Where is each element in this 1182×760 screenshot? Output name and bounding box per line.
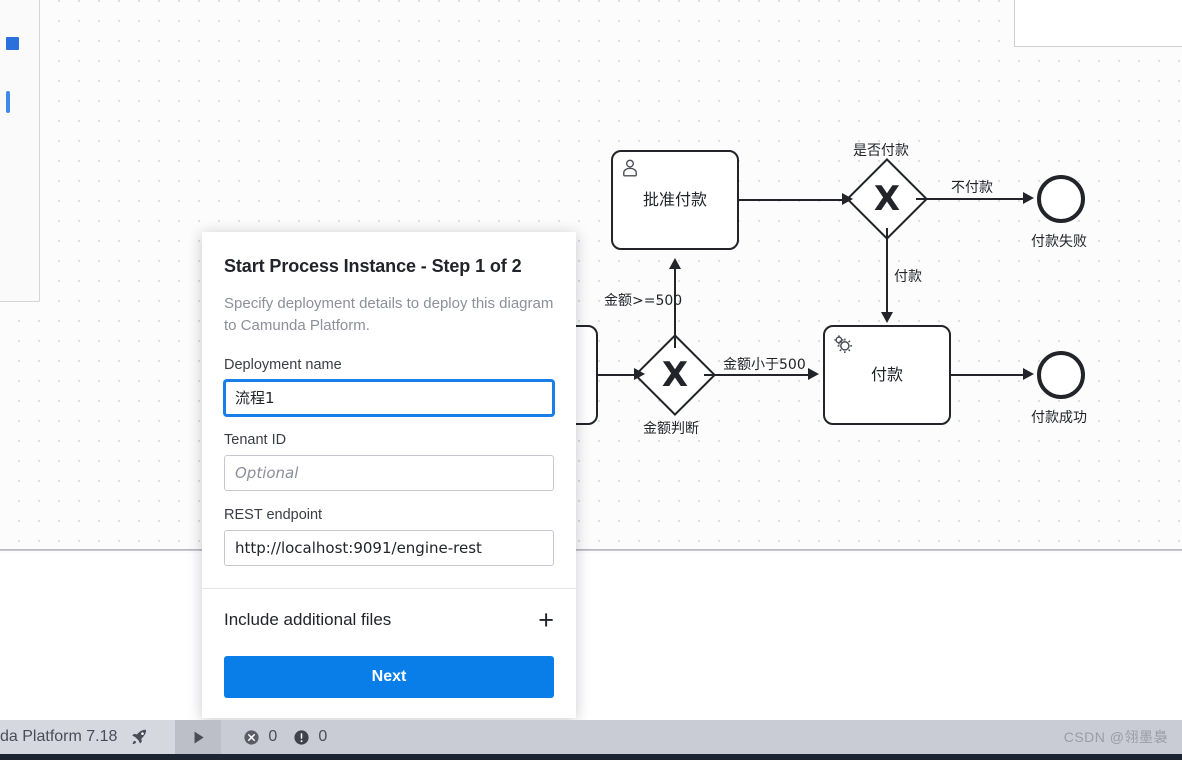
bpmn-end-event-success-label: 付款成功	[1031, 410, 1087, 426]
os-taskbar	[0, 754, 1182, 760]
flow-arrow	[881, 312, 893, 323]
flow-label-pay: 付款	[894, 269, 922, 285]
start-process-instance-dialog: Start Process Instance - Step 1 of 2 Spe…	[202, 232, 576, 718]
flow-label-amount-ge-500: 金额>=500	[604, 293, 683, 309]
bpmn-service-task-pay[interactable]: 付款	[823, 325, 951, 425]
dialog-description: Specify deployment details to deploy thi…	[224, 295, 554, 334]
palette-tool-space[interactable]	[6, 91, 10, 113]
element-palette[interactable]	[0, 0, 40, 302]
dialog-divider	[202, 587, 576, 589]
flow-arrow	[1023, 192, 1034, 204]
dialog-footer: Include additional files + Next	[202, 589, 576, 718]
rocket-icon[interactable]	[117, 720, 161, 754]
flow-line	[674, 268, 677, 348]
dialog-title: Start Process Instance - Step 1 of 2	[224, 256, 522, 276]
include-additional-files-row[interactable]: Include additional files +	[224, 604, 554, 635]
start-instance-button[interactable]	[175, 720, 222, 754]
problem-counts: 0 0	[221, 720, 327, 754]
dialog-body: Start Process Instance - Step 1 of 2 Spe…	[202, 232, 576, 588]
plus-icon[interactable]: +	[538, 604, 554, 635]
diagram-canvas[interactable]: 批准付款 付款 X 金额判断	[0, 0, 1182, 553]
deployment-name-input[interactable]	[224, 379, 554, 416]
tenant-id-label: Tenant ID	[224, 431, 287, 448]
flow-line	[886, 228, 889, 314]
flow-arrow	[634, 368, 645, 380]
gear-icon	[831, 332, 853, 354]
status-bar-left-group: da Platform 7.18	[0, 720, 176, 754]
warning-count: 0	[318, 728, 328, 745]
flow-arrow	[669, 258, 681, 269]
warning-count-chip[interactable]: 0	[293, 728, 327, 746]
error-count-chip[interactable]: 0	[243, 728, 277, 746]
tenant-id-input[interactable]	[224, 454, 554, 491]
field-rest-endpoint: REST endpoint	[224, 507, 554, 566]
engine-platform-label: da Platform 7.18	[0, 728, 118, 745]
field-tenant-id: Tenant ID	[224, 432, 554, 491]
status-bar: da Platform 7.18 0	[0, 720, 1182, 754]
flow-label-amount-lt-500: 金额小于500	[723, 357, 806, 373]
bpmn-end-event-fail[interactable]	[1037, 175, 1085, 223]
include-additional-files-label: Include additional files	[224, 610, 392, 629]
flow-arrow	[808, 368, 819, 380]
properties-panel[interactable]	[1014, 0, 1182, 47]
bpmn-gateway-pay-label: 是否付款	[853, 143, 909, 159]
watermark: CSDN @翎墨裊	[1063, 729, 1168, 745]
rest-endpoint-input[interactable]	[224, 529, 554, 566]
canvas-underlay	[0, 553, 1182, 720]
flow-label-no-pay: 不付款	[951, 180, 993, 196]
error-count: 0	[268, 728, 278, 745]
warning-circle-icon	[294, 729, 309, 745]
flow-line	[951, 374, 1024, 377]
flow-line	[739, 199, 843, 202]
palette-tool-lasso[interactable]	[6, 37, 19, 50]
user-icon	[619, 157, 641, 179]
flow-line	[704, 374, 808, 377]
bpmn-service-task-pay-label: 付款	[870, 365, 903, 384]
flow-arrow	[842, 193, 853, 205]
bpmn-end-event-fail-label: 付款失败	[1031, 234, 1087, 250]
canvas-bottom-divider	[0, 549, 1182, 551]
field-deployment-name: Deployment name	[224, 357, 554, 416]
error-circle-icon	[244, 729, 259, 745]
deployment-name-label: Deployment name	[224, 356, 342, 373]
bpmn-gateway-pay[interactable]: X	[845, 157, 929, 241]
next-button[interactable]: Next	[224, 655, 554, 698]
bpmn-user-task-approve-label: 批准付款	[642, 190, 707, 209]
rest-endpoint-label: REST endpoint	[224, 506, 323, 523]
play-icon	[194, 731, 204, 743]
bpmn-end-event-success-shape[interactable]	[1037, 351, 1085, 399]
flow-arrow	[1023, 368, 1034, 380]
bpmn-gateway-amount-label: 金额判断	[643, 421, 699, 437]
bpmn-gateway-amount[interactable]: X	[633, 333, 717, 417]
flow-line	[598, 374, 636, 377]
bpmn-user-task-approve[interactable]: 批准付款	[611, 150, 739, 250]
flow-line	[916, 198, 1024, 201]
